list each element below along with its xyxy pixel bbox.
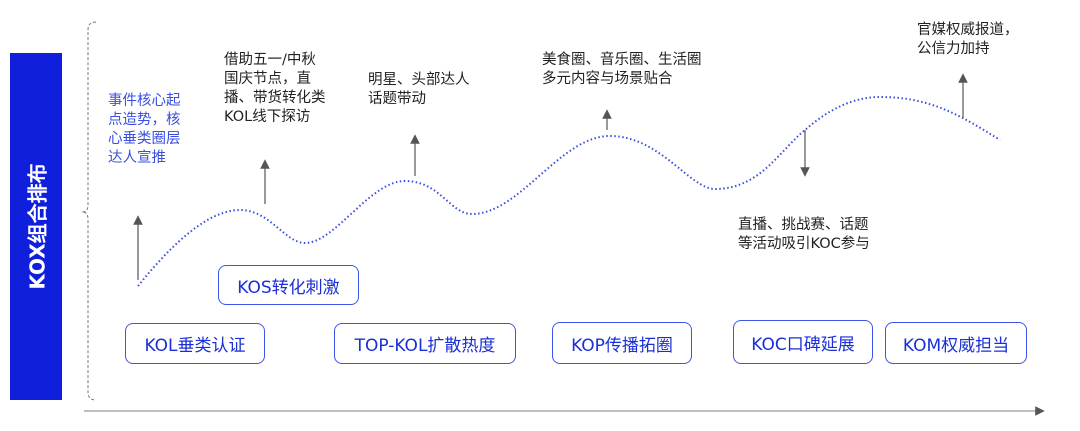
note-3: 明星、头部达人 话题带动 bbox=[368, 72, 470, 107]
stage-koc: KOC口碑延展 bbox=[733, 320, 873, 364]
stage-top-kol: TOP-KOL扩散热度 bbox=[334, 323, 516, 364]
stage-kos: KOS转化刺激 bbox=[218, 265, 359, 305]
note-1: 事件核心起 点造势，核 心垂类圈层 达人宣推 bbox=[108, 93, 181, 166]
note-5: 直播、挑战赛、话题 等活动吸引KOC参与 bbox=[738, 217, 870, 252]
note-2: 借助五一/中秋 国庆节点，直 播、带货转化类 KOL线下探访 bbox=[224, 52, 326, 125]
stage-kom: KOM权威担当 bbox=[885, 322, 1027, 364]
stage-kop: KOP传播拓圈 bbox=[552, 322, 692, 364]
side-label-bar: KOX组合排布 bbox=[10, 53, 62, 400]
bracket bbox=[81, 21, 97, 401]
note-4: 美食圈、音乐圈、生活圈 多元内容与场景贴合 bbox=[542, 52, 702, 87]
trend-curve bbox=[137, 95, 1001, 287]
stage-kol: KOL垂类认证 bbox=[125, 323, 265, 364]
note-6: 官媒权威报道， 公信力加持 bbox=[917, 22, 1019, 57]
